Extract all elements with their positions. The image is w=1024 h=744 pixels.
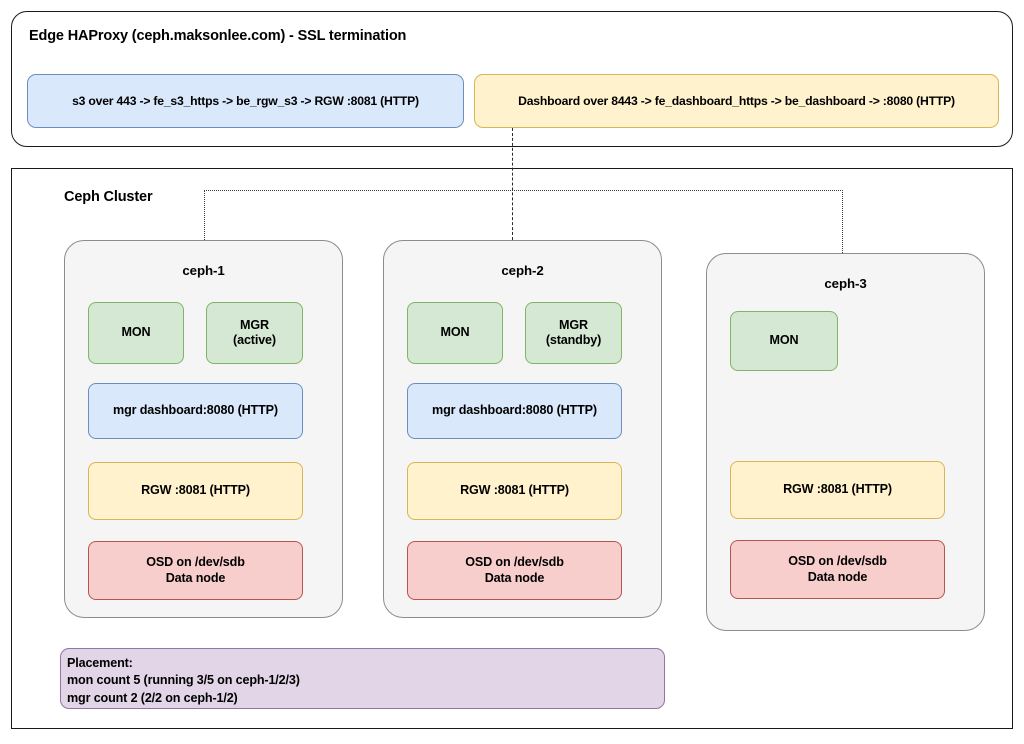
node-ceph-2-mon-box: MON — [407, 302, 503, 364]
node-ceph-3-mon-box: MON — [730, 311, 838, 371]
ceph-cluster-title: Ceph Cluster — [64, 189, 153, 205]
node-ceph-3: ceph-3 MON RGW :8081 (HTTP) OSD on /dev/… — [706, 253, 985, 631]
node-ceph-2-osd-box: OSD on /dev/sdb Data node — [407, 541, 622, 600]
node-ceph-2-title: ceph-2 — [501, 263, 544, 278]
node-ceph-1-mgr-box: MGR (active) — [206, 302, 303, 364]
node-ceph-2-dashboard-box: mgr dashboard:8080 (HTTP) — [407, 383, 622, 439]
node-ceph-1-mon-box: MON — [88, 302, 184, 364]
edge-haproxy-title: Edge HAProxy (ceph.maksonlee.com) - SSL … — [29, 28, 407, 44]
flow-s3-box: s3 over 443 -> fe_s3_https -> be_rgw_s3 … — [27, 74, 464, 128]
node-ceph-1: ceph-1 MON MGR (active) mgr dashboard:80… — [64, 240, 343, 618]
node-ceph-2-mgr-box: MGR (standby) — [525, 302, 622, 364]
node-ceph-1-rgw-box: RGW :8081 (HTTP) — [88, 462, 303, 520]
node-ceph-1-title: ceph-1 — [182, 263, 225, 278]
node-ceph-3-title: ceph-3 — [824, 276, 867, 291]
node-ceph-3-rgw-box: RGW :8081 (HTTP) — [730, 461, 945, 519]
node-ceph-2: ceph-2 MON MGR (standby) mgr dashboard:8… — [383, 240, 662, 618]
placement-note: Placement: mon count 5 (running 3/5 on c… — [60, 648, 665, 709]
node-ceph-2-rgw-box: RGW :8081 (HTTP) — [407, 462, 622, 520]
node-ceph-1-osd-box: OSD on /dev/sdb Data node — [88, 541, 303, 600]
flow-dashboard-box: Dashboard over 8443 -> fe_dashboard_http… — [474, 74, 999, 128]
node-ceph-3-osd-box: OSD on /dev/sdb Data node — [730, 540, 945, 599]
node-ceph-1-dashboard-box: mgr dashboard:8080 (HTTP) — [88, 383, 303, 439]
